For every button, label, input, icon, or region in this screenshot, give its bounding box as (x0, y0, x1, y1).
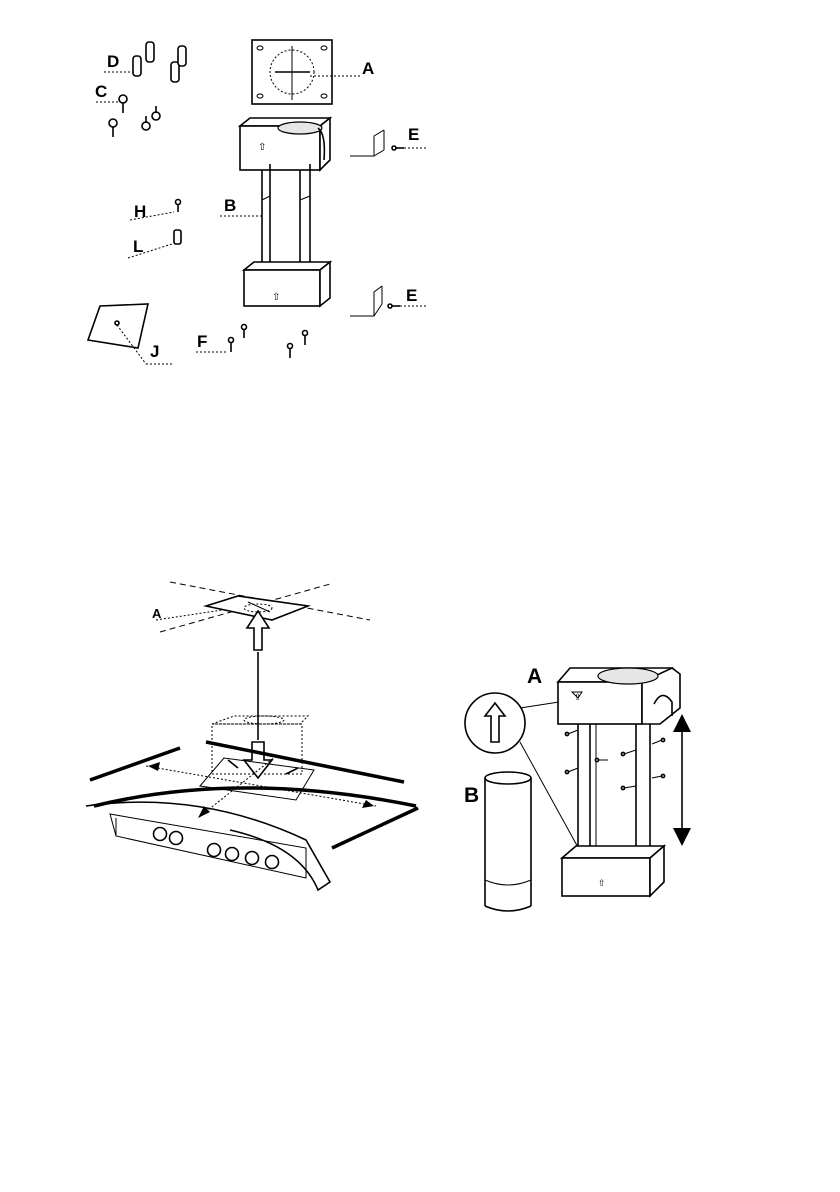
svg-text:⇧: ⇧ (598, 879, 606, 889)
svg-text:⇧: ⇧ (258, 142, 266, 153)
label-h: H (134, 202, 146, 221)
screws-c (96, 95, 160, 137)
fig3-label-b: B (464, 784, 479, 807)
label-e-bottom: E (406, 286, 417, 305)
ceiling-mounting-figure (86, 582, 418, 890)
label-e-top: E (408, 125, 419, 144)
fig3-label-a: A (527, 665, 542, 688)
svg-text:⇧: ⇧ (574, 693, 582, 703)
label-l: L (133, 237, 143, 256)
label-d: D (107, 52, 119, 71)
screws-f (196, 325, 308, 359)
chimney-cylinder-b (485, 772, 531, 911)
label-c: C (95, 82, 107, 101)
label-j: J (150, 342, 159, 361)
svg-text:⇧: ⇧ (272, 292, 280, 303)
frame-assembled-a: ⇧ ⇧ (558, 668, 680, 896)
components-figure: D C A (88, 40, 426, 364)
label-a: A (362, 59, 374, 78)
fig2-label-a: A (152, 606, 162, 621)
label-f: F (197, 332, 207, 351)
label-b: B (224, 196, 236, 215)
frame-adjustment-figure: ⇧ ⇧ (465, 668, 691, 911)
bracket-plate-a (252, 40, 362, 104)
telescopic-frame-b: ⇧ ⇧ (220, 118, 330, 306)
